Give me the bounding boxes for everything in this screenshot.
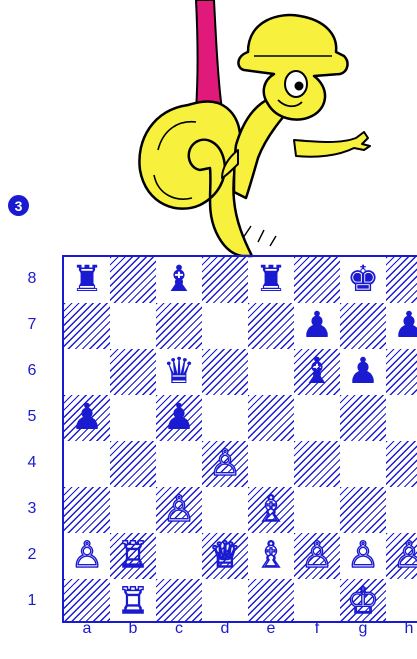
square-b3[interactable] xyxy=(110,487,156,533)
white-king-g1[interactable]: ♔ xyxy=(340,579,386,623)
square-a4[interactable] xyxy=(64,441,110,487)
square-a1[interactable] xyxy=(64,579,110,623)
black-king-g8[interactable]: ♚ xyxy=(340,257,386,303)
rank-label-3: 3 xyxy=(22,500,42,518)
white-bishop-icon: ♗ xyxy=(255,538,287,574)
black-rook-icon: ♜ xyxy=(255,262,287,298)
white-pawn-icon: ♙ xyxy=(209,446,241,482)
square-b4[interactable] xyxy=(110,441,156,487)
black-rook-a8[interactable]: ♜ xyxy=(64,257,110,303)
black-pawn-icon: ♟ xyxy=(393,308,417,344)
black-bishop-c8[interactable]: ♝ xyxy=(156,257,202,303)
square-c4[interactable] xyxy=(156,441,202,487)
square-e6[interactable] xyxy=(248,349,294,395)
white-bishop-icon: ♗ xyxy=(255,492,287,528)
black-pawn-icon: ♟ xyxy=(347,354,379,390)
square-c1[interactable] xyxy=(156,579,202,623)
square-f3[interactable] xyxy=(294,487,340,533)
square-g3[interactable] xyxy=(340,487,386,533)
black-pawn-f7[interactable]: ♟ xyxy=(294,303,340,349)
square-d5[interactable] xyxy=(202,395,248,441)
square-h5[interactable] xyxy=(386,395,417,441)
square-h4[interactable] xyxy=(386,441,417,487)
white-pawn-h2[interactable]: ♙ xyxy=(386,533,417,579)
white-rook-b1[interactable]: ♖ xyxy=(110,579,156,623)
square-b8[interactable] xyxy=(110,257,156,303)
square-g5[interactable] xyxy=(340,395,386,441)
square-g7[interactable] xyxy=(340,303,386,349)
square-c2[interactable] xyxy=(156,533,202,579)
square-h3[interactable] xyxy=(386,487,417,533)
square-f4[interactable] xyxy=(294,441,340,487)
white-pawn-icon: ♙ xyxy=(163,492,195,528)
square-e5[interactable] xyxy=(248,395,294,441)
square-f5[interactable] xyxy=(294,395,340,441)
white-king-icon: ♔ xyxy=(347,584,379,620)
square-d7[interactable] xyxy=(202,303,248,349)
square-e1[interactable] xyxy=(248,579,294,623)
white-pawn-icon: ♙ xyxy=(393,538,417,574)
black-bishop-icon: ♝ xyxy=(301,354,333,390)
black-queen-c6[interactable]: ♛ xyxy=(156,349,202,395)
square-a6[interactable] xyxy=(64,349,110,395)
chessboard: ♜ ♝ ♜ ♚ ♟ ♟ ♛ ♝ ♟ ♟ ♟ ♙ ♙ ♗ ♙ ♖ ♕ ♗ ♙ ♙ ♙ ♖ ♔ xyxy=(62,255,417,623)
square-b5[interactable] xyxy=(110,395,156,441)
white-queen-icon: ♕ xyxy=(209,538,241,574)
black-queen-icon: ♛ xyxy=(163,354,195,390)
black-pawn-a5[interactable]: ♟ xyxy=(64,395,110,441)
white-pawn-c3[interactable]: ♙ xyxy=(156,487,202,533)
square-d6[interactable] xyxy=(202,349,248,395)
white-rook-icon: ♖ xyxy=(117,538,149,574)
white-pawn-g2[interactable]: ♙ xyxy=(340,533,386,579)
square-e7[interactable] xyxy=(248,303,294,349)
square-g4[interactable] xyxy=(340,441,386,487)
bishop-cartoon-illustration xyxy=(118,0,417,258)
diagram-number-badge: 3 xyxy=(8,195,29,216)
white-rook-icon: ♖ xyxy=(117,584,149,620)
white-pawn-a2[interactable]: ♙ xyxy=(64,533,110,579)
rank-label-5: 5 xyxy=(22,408,42,426)
white-queen-d2[interactable]: ♕ xyxy=(202,533,248,579)
square-h1[interactable] xyxy=(386,579,417,623)
black-rook-icon: ♜ xyxy=(71,262,103,298)
rank-label-1: 1 xyxy=(22,592,42,610)
rank-label-8: 8 xyxy=(22,270,42,288)
square-d1[interactable] xyxy=(202,579,248,623)
square-d8[interactable] xyxy=(202,257,248,303)
white-pawn-icon: ♙ xyxy=(71,538,103,574)
black-king-icon: ♚ xyxy=(347,262,379,298)
square-h6[interactable] xyxy=(386,349,417,395)
white-bishop-e3[interactable]: ♗ xyxy=(248,487,294,533)
black-pawn-g6[interactable]: ♟ xyxy=(340,349,386,395)
rank-label-2: 2 xyxy=(22,546,42,564)
square-a3[interactable] xyxy=(64,487,110,533)
square-b6[interactable] xyxy=(110,349,156,395)
square-d3[interactable] xyxy=(202,487,248,533)
white-rook-b2[interactable]: ♖ xyxy=(110,533,156,579)
white-pawn-d4[interactable]: ♙ xyxy=(202,441,248,487)
black-pawn-c5[interactable]: ♟ xyxy=(156,395,202,441)
white-bishop-e2[interactable]: ♗ xyxy=(248,533,294,579)
white-pawn-f2[interactable]: ♙ xyxy=(294,533,340,579)
square-f8[interactable] xyxy=(294,257,340,303)
black-pawn-icon: ♟ xyxy=(163,400,195,436)
white-pawn-icon: ♙ xyxy=(347,538,379,574)
square-h8[interactable] xyxy=(386,257,417,303)
black-pawn-h7[interactable]: ♟ xyxy=(386,303,417,349)
square-e4[interactable] xyxy=(248,441,294,487)
square-f1[interactable] xyxy=(294,579,340,623)
rank-label-6: 6 xyxy=(22,362,42,380)
rank-label-4: 4 xyxy=(22,454,42,472)
black-rook-e8[interactable]: ♜ xyxy=(248,257,294,303)
black-pawn-icon: ♟ xyxy=(71,400,103,436)
square-b7[interactable] xyxy=(110,303,156,349)
white-pawn-icon: ♙ xyxy=(301,538,333,574)
square-c7[interactable] xyxy=(156,303,202,349)
black-bishop-icon: ♝ xyxy=(163,262,195,298)
square-a7[interactable] xyxy=(64,303,110,349)
rank-label-7: 7 xyxy=(22,316,42,334)
black-bishop-f6[interactable]: ♝ xyxy=(294,349,340,395)
black-pawn-icon: ♟ xyxy=(301,308,333,344)
